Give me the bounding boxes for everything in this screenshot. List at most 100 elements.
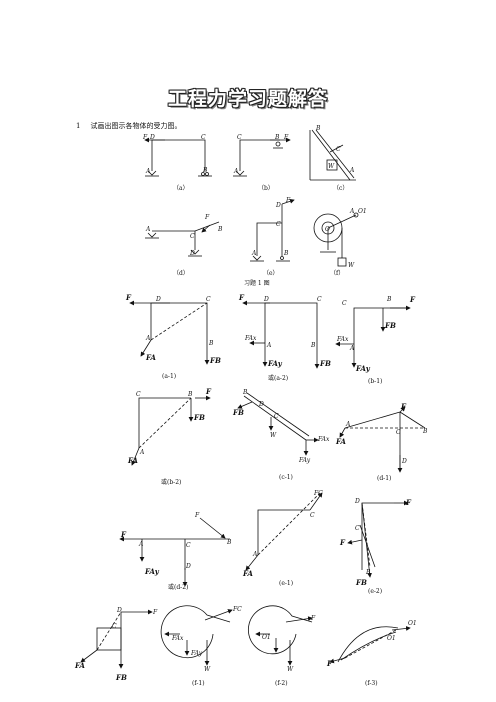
figure-a2 [242, 300, 320, 369]
figure-e2 [347, 500, 409, 578]
figure-b1 [335, 305, 411, 368]
label-a-A: A [145, 168, 151, 175]
figure-d1 [339, 406, 426, 473]
label-b1-C: C [342, 300, 347, 307]
figure-d2 [119, 517, 230, 587]
label-a2-FAx: FAx [244, 335, 257, 342]
label-f3-FO1: O1 [408, 620, 417, 627]
label-a1-A: A [145, 335, 151, 342]
label-a2-A: A [266, 342, 272, 349]
label-d1-F: F [400, 402, 407, 411]
label-b1-F: F [409, 295, 416, 304]
caption-b: （b） [258, 185, 274, 192]
caption-b1: (b-1) [368, 378, 382, 385]
label-e-D: D [275, 202, 281, 209]
label-d2-D: D [185, 563, 191, 570]
label-d2-C: C [186, 542, 191, 549]
caption-e1: (e-1) [279, 580, 293, 587]
label-b1-FAx: FAx [336, 336, 349, 343]
label-f0-D: D [116, 607, 122, 614]
label-d1-B: B [422, 428, 428, 435]
label-d1-FA: FA [335, 437, 347, 446]
label-f1-FC: FC [232, 606, 242, 613]
label-d-D: D [189, 250, 195, 257]
label-f3-F: F [326, 659, 333, 668]
caption-a1: (a-1) [162, 373, 176, 380]
label-f3-O1: O1 [387, 635, 396, 642]
label-b-F: F [283, 134, 289, 141]
label-f-W: W [348, 262, 355, 269]
label-a1-D: D [155, 296, 161, 303]
caption-f1: (f-1) [192, 680, 205, 687]
label-b1-FAy: FAy [355, 364, 371, 373]
label-e2-F: F [405, 498, 412, 507]
figure-caption: 习题 1 图 [244, 280, 270, 287]
label-c1-W: W [270, 432, 277, 439]
label-f0-FA: FA [74, 661, 86, 670]
label-f0-C: C [112, 623, 117, 630]
caption-d: （d） [173, 270, 189, 277]
label-e1-C: C [310, 512, 315, 519]
label-f2-F: F [310, 615, 316, 622]
label-f-O1: O1 [358, 208, 367, 215]
label-d2-A: A [138, 541, 144, 548]
page-title: 工程力学习题解答 [167, 88, 328, 110]
label-a1-FA: FA [145, 353, 157, 362]
label-d-C: C [190, 233, 195, 240]
label-c-B: B [315, 125, 321, 132]
label-c1-D: D [258, 401, 264, 408]
label-b1-B: B [386, 296, 392, 303]
label-f1-W: W [204, 666, 211, 673]
label-e1-FC: FC [313, 490, 323, 497]
figure-f1 [160, 605, 233, 666]
caption-c: （c） [333, 185, 348, 192]
label-f1-FAy: FAy [190, 650, 203, 657]
figure-c1 [237, 392, 319, 456]
label-b1-A: A [349, 345, 355, 352]
label-a2-D: D [263, 296, 269, 303]
label-a-D: D [149, 134, 155, 141]
label-b2-B: B [187, 391, 193, 398]
label-d1-A: A [345, 421, 351, 428]
label-c-C: C [336, 146, 341, 153]
caption-c1: (c-1) [279, 474, 293, 481]
caption-f3: (f-3) [365, 680, 378, 687]
label-a-F: F [142, 134, 148, 141]
label-a2-C: C [317, 296, 322, 303]
figure-b [233, 137, 291, 177]
label-e-C: C [276, 221, 281, 228]
caption-a2: 或(a-2) [268, 374, 288, 382]
label-f2-FO: O1 [262, 634, 271, 641]
caption-f: （f） [330, 270, 344, 277]
caption-d1: (d-1) [377, 475, 391, 482]
label-a1-FB: FB [209, 356, 221, 365]
label-d1-C: C [396, 429, 401, 436]
figure-f [313, 212, 359, 267]
label-c1-FAx: FAx [317, 436, 330, 443]
label-f0-F: F [152, 609, 158, 616]
label-d-B: B [217, 226, 223, 233]
label-b-B: B [274, 134, 280, 141]
label-b-C: C [237, 134, 242, 141]
label-b2-F: F [205, 387, 212, 396]
label-c1-FB: FB [232, 408, 244, 417]
label-c-A: A [349, 167, 355, 174]
label-f0-FB: FB [115, 673, 127, 682]
figure-c [309, 129, 356, 181]
caption-b2: 或(b-2) [161, 478, 181, 486]
label-d-F: F [204, 214, 210, 221]
figure-d [145, 221, 220, 257]
label-e2-D: D [354, 498, 360, 505]
label-c1-C: C [274, 413, 279, 420]
caption-e: （e） [263, 270, 279, 277]
label-e1-FA: FA [242, 569, 254, 578]
label-d2-Fd: F [194, 512, 200, 519]
figure-a [144, 137, 212, 177]
label-e2-FB: FB [355, 578, 367, 587]
label-a1-F: F [125, 293, 132, 302]
label-d2-F: F [120, 530, 127, 539]
label-c-W: W [328, 163, 335, 170]
label-e2-B: B [365, 569, 371, 576]
